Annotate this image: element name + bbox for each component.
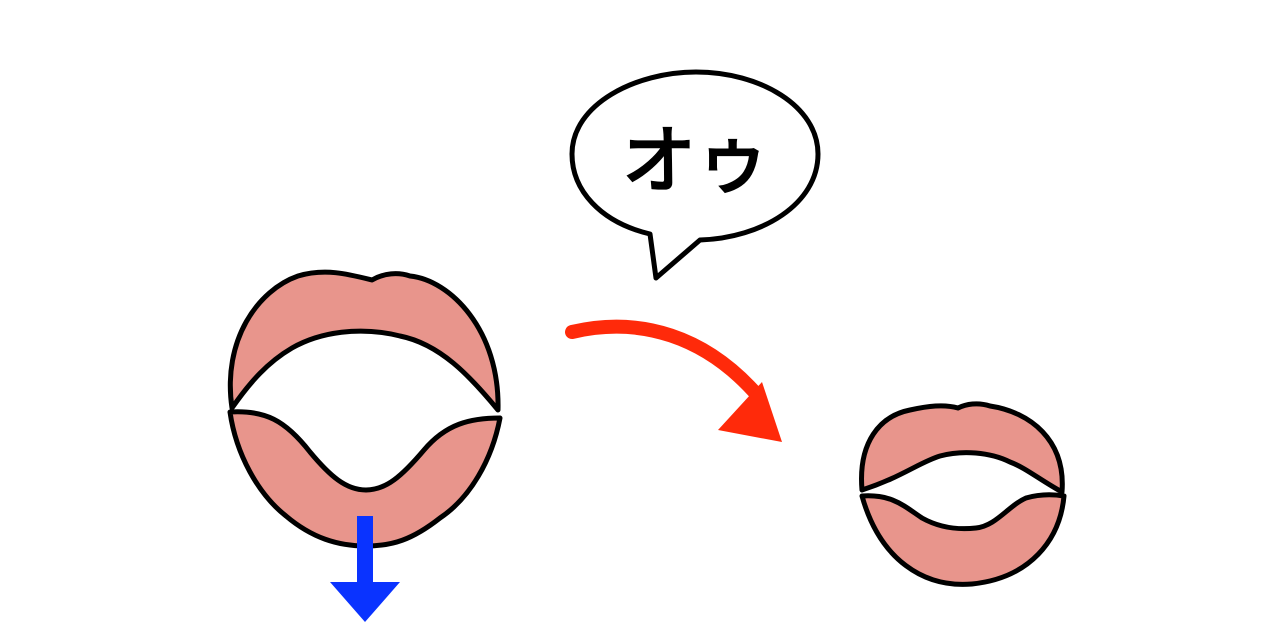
curved-arrow-shaft bbox=[565, 319, 765, 403]
curved-arrow-icon bbox=[565, 319, 782, 442]
speech-bubble-icon: オゥ bbox=[569, 69, 821, 281]
open-mouth-upper-lip bbox=[227, 269, 501, 413]
rounded-mouth-lower-lip bbox=[859, 492, 1067, 587]
open-mouth-lower-lip bbox=[227, 409, 503, 549]
rounded-mouth-icon bbox=[859, 401, 1067, 587]
down-arrow-shaft bbox=[357, 516, 373, 584]
rounded-mouth-upper-lip bbox=[859, 401, 1065, 495]
down-arrow-head bbox=[330, 582, 400, 622]
down-arrow-icon bbox=[330, 516, 400, 622]
open-mouth-icon bbox=[227, 269, 503, 549]
speech-bubble-outline bbox=[569, 69, 821, 281]
curved-arrow-head bbox=[718, 382, 782, 442]
speech-bubble-text: オゥ bbox=[622, 118, 770, 204]
